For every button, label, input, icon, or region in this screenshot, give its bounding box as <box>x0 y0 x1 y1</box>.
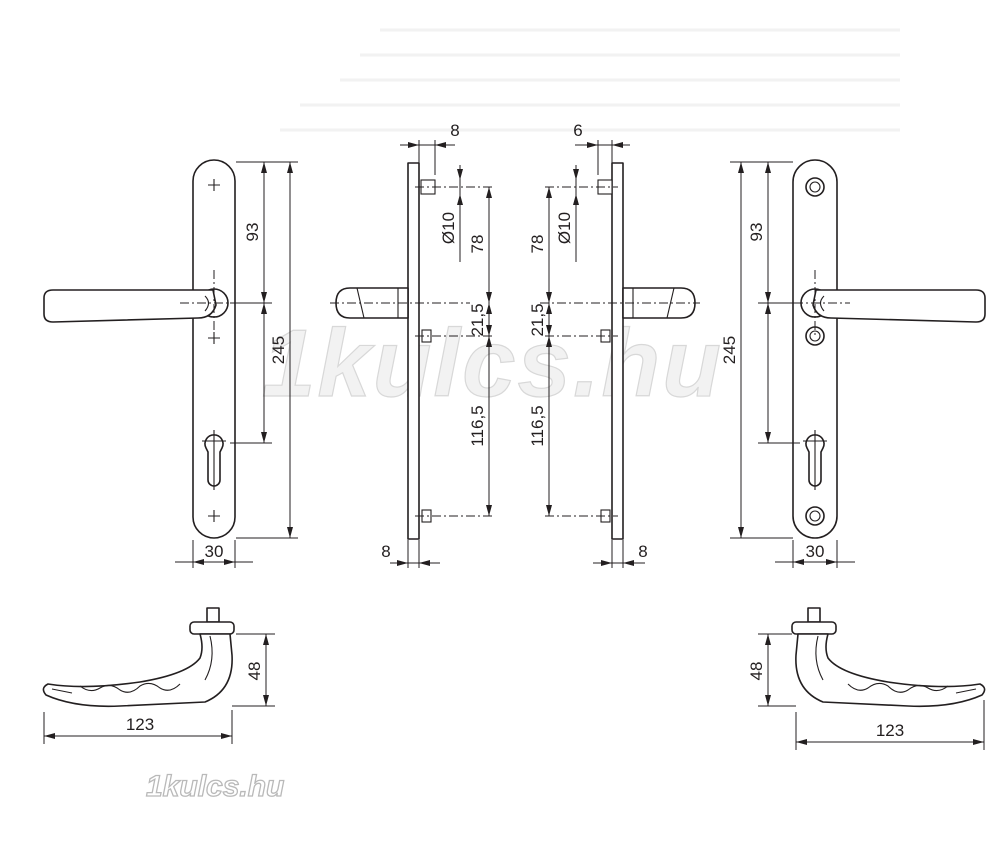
dimensions-side-right: 6 Ø10 78 21,5 116,5 8 <box>528 121 648 568</box>
watermark-large: 1kulcs.hu <box>262 310 723 417</box>
spindle-square <box>807 607 821 623</box>
dim-width: 30 <box>806 542 825 561</box>
plate-edge <box>611 162 624 540</box>
plate-outline <box>792 159 838 539</box>
dim-lower-span: 116,5 <box>528 405 547 446</box>
dim-plate-offset: 6 <box>573 121 582 140</box>
front-plate-left <box>43 159 255 539</box>
dimensions-front-left: 93 245 30 <box>175 161 298 568</box>
dim-total-length: 245 <box>720 336 739 364</box>
watermark-small: 1kulcs.hu <box>146 770 284 803</box>
dim-upper-span: 78 <box>528 235 547 254</box>
front-plate-right <box>760 159 986 539</box>
dim-total-length: 245 <box>269 336 288 364</box>
dim-plate-offset: 8 <box>450 121 459 140</box>
lever-profile <box>42 633 233 708</box>
dim-width: 30 <box>205 542 224 561</box>
dimensions-handle-left: 48 123 <box>43 633 275 744</box>
dim-lower-span: 116,5 <box>468 405 487 446</box>
dimensions-handle-right: 48 123 <box>747 633 985 750</box>
keyhole-cylinder <box>202 430 226 490</box>
dim-height: 48 <box>245 662 264 681</box>
handle-profile-left <box>42 607 235 708</box>
dim-length: 123 <box>126 715 154 734</box>
dim-upper-span: 78 <box>468 235 487 254</box>
dim-plate-thickness: 8 <box>381 542 390 561</box>
dim-length: 123 <box>876 721 904 740</box>
lever-handle <box>43 289 217 323</box>
screw-hole-middle <box>805 326 825 346</box>
rose-base <box>189 621 235 635</box>
dim-hole-spacing: 93 <box>243 223 262 242</box>
handle-profile-right <box>791 607 986 708</box>
dim-middle-span: 21,5 <box>528 303 547 336</box>
spindle-square <box>206 607 220 623</box>
screw-cross-bottom <box>208 510 220 522</box>
screw-cross-top <box>208 179 220 191</box>
plate-edge <box>407 162 420 540</box>
dim-screw-diameter: Ø10 <box>555 212 574 244</box>
dim-plate-thickness: 8 <box>638 542 647 561</box>
keyhole-cylinder <box>803 430 827 490</box>
lever-profile <box>795 633 986 708</box>
dimensions-front-right: 93 245 30 <box>720 161 855 568</box>
dim-screw-diameter: Ø10 <box>439 212 458 244</box>
screw-hole-top <box>805 177 825 197</box>
background-ghost <box>280 28 900 132</box>
lever-handle <box>812 289 986 323</box>
screw-hole-bottom <box>805 506 825 526</box>
side-profile-right <box>540 162 700 540</box>
plate-outline <box>192 159 236 539</box>
dim-middle-span: 21,5 <box>468 303 487 336</box>
dim-height: 48 <box>747 662 766 681</box>
rose-base <box>791 621 837 635</box>
dimensions-side-left: 8 Ø10 78 21,5 116,5 8 <box>381 121 492 568</box>
dim-hole-spacing: 93 <box>747 223 766 242</box>
side-profile-left <box>330 162 492 540</box>
